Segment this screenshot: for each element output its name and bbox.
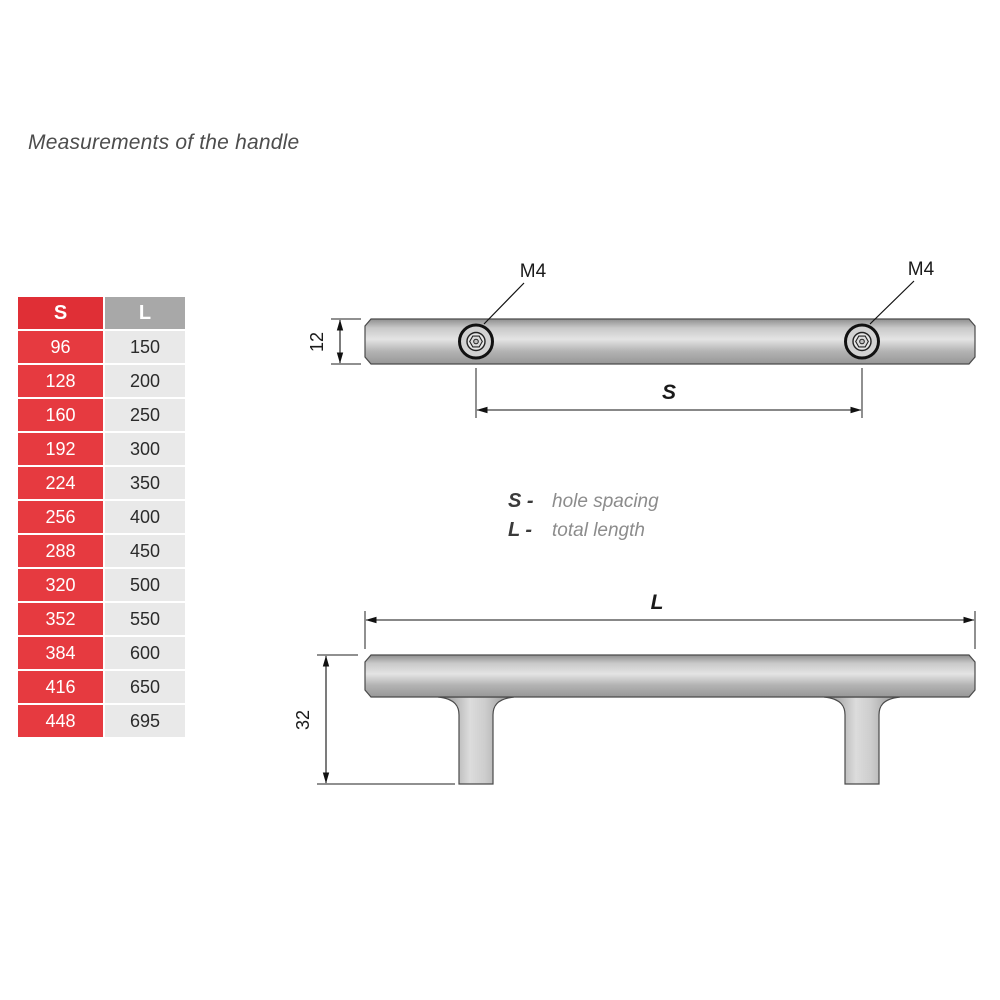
screw-hole-left: [458, 323, 494, 360]
legend-row-s: S - hole spacing: [508, 490, 659, 513]
table-cell-l: 650: [105, 671, 185, 703]
label-length-l: L: [651, 591, 664, 614]
dimension-hole-spacing: S: [475, 368, 863, 418]
table-header-s: S: [18, 297, 103, 329]
legend-key-l: L -: [508, 519, 533, 541]
table-cell-l: 350: [105, 467, 185, 499]
label-spacing-s: S: [662, 381, 676, 404]
table-cell-s: 384: [18, 637, 103, 669]
table-cell-l: 150: [105, 331, 185, 363]
table-cell-s: 448: [18, 705, 103, 737]
table-cell-s: 288: [18, 535, 103, 567]
screw-hole-right: [844, 323, 880, 360]
handle-post-right: [823, 696, 901, 785]
label-m4-right: M4: [908, 259, 935, 280]
table-cell-s: 416: [18, 671, 103, 703]
table-cell-l: 500: [105, 569, 185, 601]
size-table: S L 96 150 128 200 160 250 192 300 224 3…: [18, 297, 185, 737]
table-cell-l: 300: [105, 433, 185, 465]
table-cell-s: 160: [18, 399, 103, 431]
legend-desc-s: hole spacing: [552, 491, 659, 512]
table-cell-s: 256: [18, 501, 103, 533]
handle-bar-top-view: [364, 318, 976, 365]
label-thickness: 12: [307, 332, 327, 352]
table-cell-l: 600: [105, 637, 185, 669]
dimension-height: 32: [293, 654, 455, 785]
table-header-l: L: [105, 297, 185, 329]
page-title: Measurements of the handle: [28, 131, 300, 154]
legend-desc-l: total length: [552, 520, 645, 541]
table-cell-s: 192: [18, 433, 103, 465]
table-cell-l: 695: [105, 705, 185, 737]
table-cell-s: 96: [18, 331, 103, 363]
legend-row-l: L - total length: [508, 519, 659, 542]
legend-key-s: S -: [508, 490, 534, 512]
handle-post-left: [437, 696, 515, 785]
legend: S - hole spacing L - total length: [508, 490, 659, 548]
label-m4-left: M4: [520, 261, 547, 282]
label-height: 32: [293, 710, 313, 730]
table-cell-s: 320: [18, 569, 103, 601]
table-cell-s: 128: [18, 365, 103, 397]
dimension-thickness: 12: [307, 318, 361, 365]
leader-line-m4-right: [869, 280, 915, 325]
table-cell-l: 200: [105, 365, 185, 397]
side-view: L 32: [293, 591, 976, 785]
table-cell-s: 224: [18, 467, 103, 499]
leader-line-m4-left: [483, 282, 525, 325]
dimension-total-length: L: [364, 591, 976, 649]
table-cell-l: 250: [105, 399, 185, 431]
table-cell-s: 352: [18, 603, 103, 635]
handle-bar-side-view: [364, 654, 976, 698]
table-cell-l: 550: [105, 603, 185, 635]
top-view: M4 M4 12 S: [307, 259, 976, 418]
table-cell-l: 400: [105, 501, 185, 533]
table-cell-l: 450: [105, 535, 185, 567]
